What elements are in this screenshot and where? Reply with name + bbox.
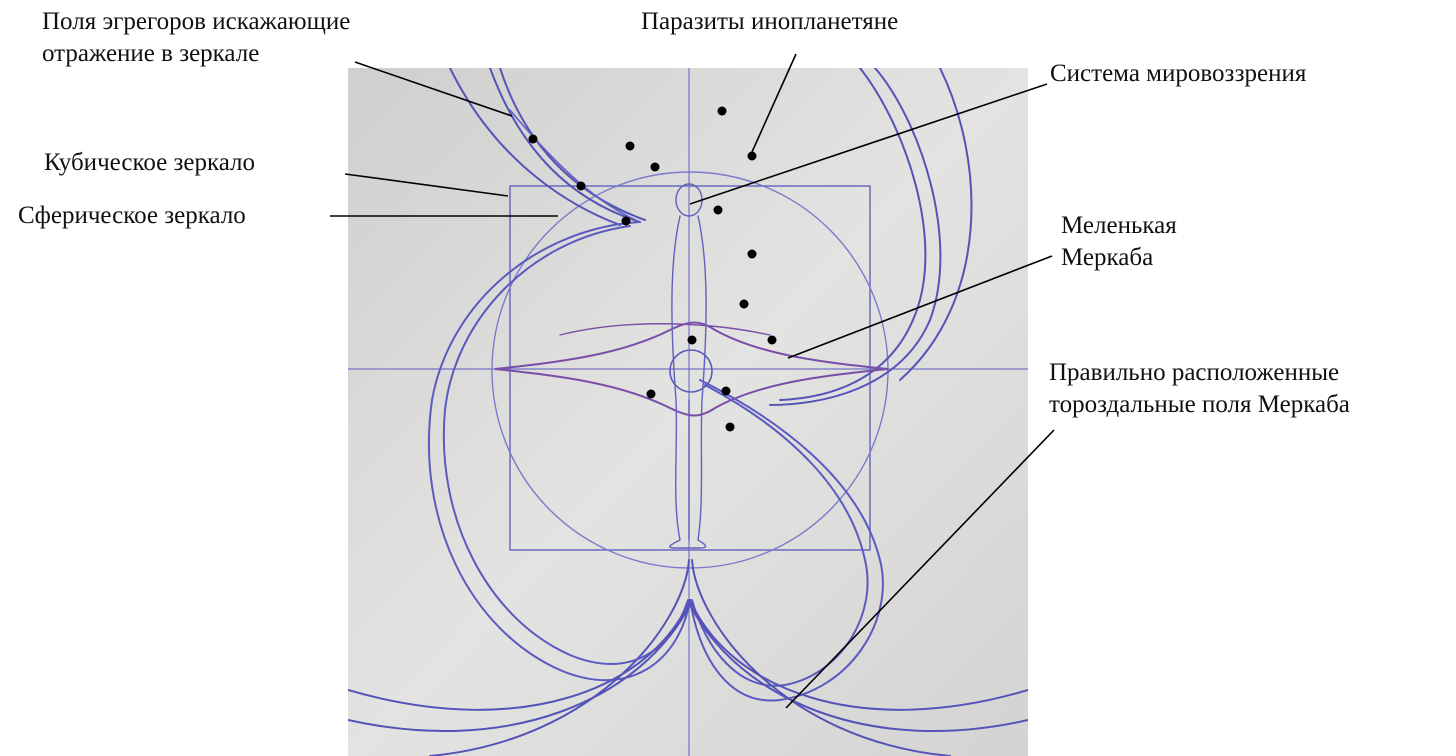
- label-parasites: Паразиты инопланетяне: [641, 6, 898, 38]
- label-small-merkaba-line2: Меркаба: [1061, 242, 1177, 274]
- parasite-dot: [626, 142, 635, 151]
- parasite-dot: [722, 387, 731, 396]
- label-cubic-text: Кубическое зеркало: [44, 147, 255, 179]
- parasite-dot: [768, 336, 777, 345]
- parasite-dot: [622, 217, 631, 226]
- parasite-dot: [740, 300, 749, 309]
- label-parasites-text: Паразиты инопланетяне: [641, 6, 898, 38]
- parasite-dot: [577, 182, 586, 191]
- label-egregor-line1: Поля эгрегоров искажающие: [42, 6, 350, 38]
- label-egregor-fields: Поля эгрегоров искажающие отражение в зе…: [42, 6, 350, 70]
- label-cubic-mirror: Кубическое зеркало: [44, 147, 255, 179]
- label-worldview-text: Система мировоззрения: [1050, 58, 1306, 90]
- label-toroidal-line1: Правильно расположенные: [1049, 357, 1350, 389]
- parasite-dot: [748, 250, 757, 259]
- parasite-dot: [748, 152, 757, 161]
- parasite-dot: [726, 423, 735, 432]
- label-small-merkaba-line1: Меленькая: [1061, 210, 1177, 242]
- parasite-dot: [714, 206, 723, 215]
- parasite-dot: [529, 135, 538, 144]
- label-spherical-text: Сферическое зеркало: [18, 200, 246, 232]
- paper-photo: [348, 68, 1028, 756]
- parasite-dot: [688, 336, 697, 345]
- label-small-merkaba: Меленькая Меркаба: [1061, 210, 1177, 274]
- label-egregor-line2: отражение в зеркале: [42, 38, 350, 70]
- label-spherical-mirror: Сферическое зеркало: [18, 200, 246, 232]
- label-toroidal-line2: тороздальные поля Меркаба: [1049, 389, 1350, 421]
- parasite-dot: [718, 107, 727, 116]
- parasite-dot: [651, 163, 660, 172]
- parasite-dot: [647, 390, 656, 399]
- label-toroidal-fields: Правильно расположенные тороздальные пол…: [1049, 357, 1350, 421]
- label-worldview-system: Система мировоззрения: [1050, 58, 1306, 90]
